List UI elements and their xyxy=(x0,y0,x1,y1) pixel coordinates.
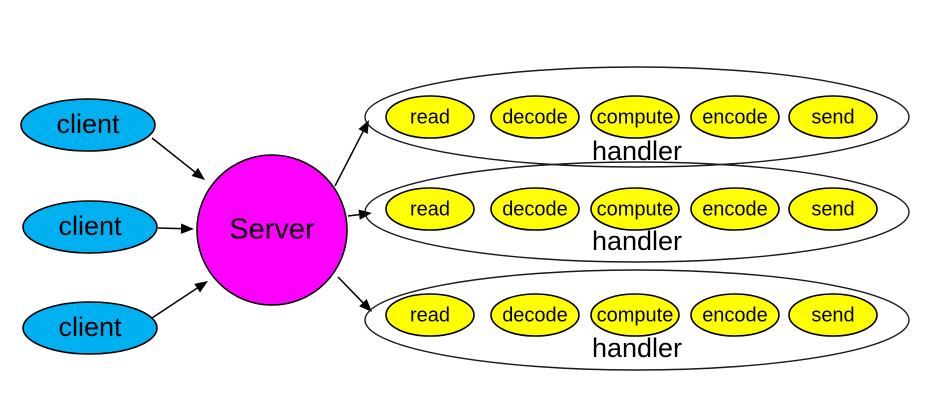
client-ellipse[interactable] xyxy=(22,301,158,355)
client-2-to-server-arrowhead-icon xyxy=(180,223,194,234)
stage-ellipse-encode[interactable] xyxy=(690,187,780,231)
edges-layer xyxy=(151,120,372,319)
stage-label-encode: encode xyxy=(702,198,768,220)
handler-group-2[interactable]: read decode compute encode send handler xyxy=(364,161,910,263)
stage-node-decode[interactable]: decode xyxy=(490,187,580,231)
stage-label-encode: encode xyxy=(702,304,768,326)
clients-layer: client client client xyxy=(20,98,158,355)
handler-group-1[interactable]: read decode compute encode send handler xyxy=(364,66,910,168)
client-3-to-server-line xyxy=(151,287,198,319)
stage-label-compute: compute xyxy=(597,106,674,128)
client-label: client xyxy=(56,109,120,139)
server-to-handler-2-line xyxy=(347,213,360,217)
stage-label-read: read xyxy=(410,198,450,220)
stage-ellipse-decode[interactable] xyxy=(490,293,580,337)
stage-label-compute: compute xyxy=(597,304,674,326)
stage-label-compute: compute xyxy=(597,198,674,220)
server-to-handler-3 xyxy=(337,276,372,312)
server-to-handler-1 xyxy=(334,120,369,187)
handler-group-label: handler xyxy=(592,226,682,256)
stage-node-decode[interactable]: decode xyxy=(490,95,580,139)
handlers-layer: read decode compute encode send handler read de… xyxy=(364,66,910,371)
stage-label-read: read xyxy=(410,304,450,326)
stage-ellipse-encode[interactable] xyxy=(690,293,780,337)
stage-node-read[interactable]: read xyxy=(385,187,475,231)
handler-boundary-ellipse xyxy=(364,161,910,263)
stage-label-decode: decode xyxy=(502,198,568,220)
client-ellipse[interactable] xyxy=(20,98,156,152)
stage-node-decode[interactable]: decode xyxy=(490,293,580,337)
stage-node-compute[interactable]: compute xyxy=(590,293,680,337)
stage-node-read[interactable]: read xyxy=(385,95,475,139)
client-3-to-server-arrowhead-icon xyxy=(194,281,208,293)
client-node-2[interactable]: client xyxy=(22,200,158,254)
stage-label-send: send xyxy=(811,198,854,220)
stage-node-send[interactable]: send xyxy=(788,95,878,139)
handler-group-label: handler xyxy=(592,136,682,166)
stage-label-encode: encode xyxy=(702,106,768,128)
stage-node-read[interactable]: read xyxy=(385,293,475,337)
stage-ellipse-compute[interactable] xyxy=(590,95,680,139)
server-to-handler-2 xyxy=(347,209,372,220)
server-node[interactable]: Server xyxy=(196,154,348,306)
stage-ellipse-send[interactable] xyxy=(788,293,878,337)
stage-label-send: send xyxy=(811,304,854,326)
server-label: Server xyxy=(229,214,315,246)
stage-ellipse-send[interactable] xyxy=(788,95,878,139)
stage-label-read: read xyxy=(410,106,450,128)
stage-node-send[interactable]: send xyxy=(788,187,878,231)
handler-group-label: handler xyxy=(592,333,682,363)
handler-group-3[interactable]: read decode compute encode send handler xyxy=(364,269,910,371)
stage-ellipse-send[interactable] xyxy=(788,187,878,231)
stage-ellipse-encode[interactable] xyxy=(690,95,780,139)
stage-node-encode[interactable]: encode xyxy=(690,187,780,231)
stage-ellipse-decode[interactable] xyxy=(490,95,580,139)
stage-ellipse-read[interactable] xyxy=(385,95,475,139)
handler-boundary-ellipse xyxy=(364,66,910,168)
stage-label-send: send xyxy=(811,106,854,128)
stage-node-compute[interactable]: compute xyxy=(590,187,680,231)
client-1-to-server-arrowhead-icon xyxy=(191,167,205,180)
stage-label-decode: decode xyxy=(502,106,568,128)
stage-node-compute[interactable]: compute xyxy=(590,95,680,139)
stage-label-decode: decode xyxy=(502,304,568,326)
client-node-1[interactable]: client xyxy=(20,98,156,152)
stage-ellipse-compute[interactable] xyxy=(590,293,680,337)
client-1-to-server-line xyxy=(151,137,196,173)
stage-ellipse-read[interactable] xyxy=(385,187,475,231)
stage-ellipse-compute[interactable] xyxy=(590,187,680,231)
stage-node-encode[interactable]: encode xyxy=(690,95,780,139)
stage-node-encode[interactable]: encode xyxy=(690,293,780,337)
handler-boundary-ellipse xyxy=(364,269,910,371)
server-to-handler-3-line xyxy=(337,276,364,304)
client-label: client xyxy=(58,211,122,241)
stage-ellipse-decode[interactable] xyxy=(490,187,580,231)
server-to-handler-1-line xyxy=(334,131,364,187)
client-2-to-server xyxy=(157,223,194,234)
server-to-handler-1-arrowhead-icon xyxy=(358,120,369,134)
client-3-to-server xyxy=(151,281,208,319)
server-circle[interactable] xyxy=(196,154,348,306)
client-label: client xyxy=(58,312,122,342)
stage-node-send[interactable]: send xyxy=(788,293,878,337)
stage-ellipse-read[interactable] xyxy=(385,293,475,337)
client-1-to-server xyxy=(151,137,205,180)
client-node-3[interactable]: client xyxy=(22,301,158,355)
client-ellipse[interactable] xyxy=(22,200,158,254)
server-to-handler-3-arrowhead-icon xyxy=(359,299,372,312)
client-2-to-server-line xyxy=(157,227,182,230)
